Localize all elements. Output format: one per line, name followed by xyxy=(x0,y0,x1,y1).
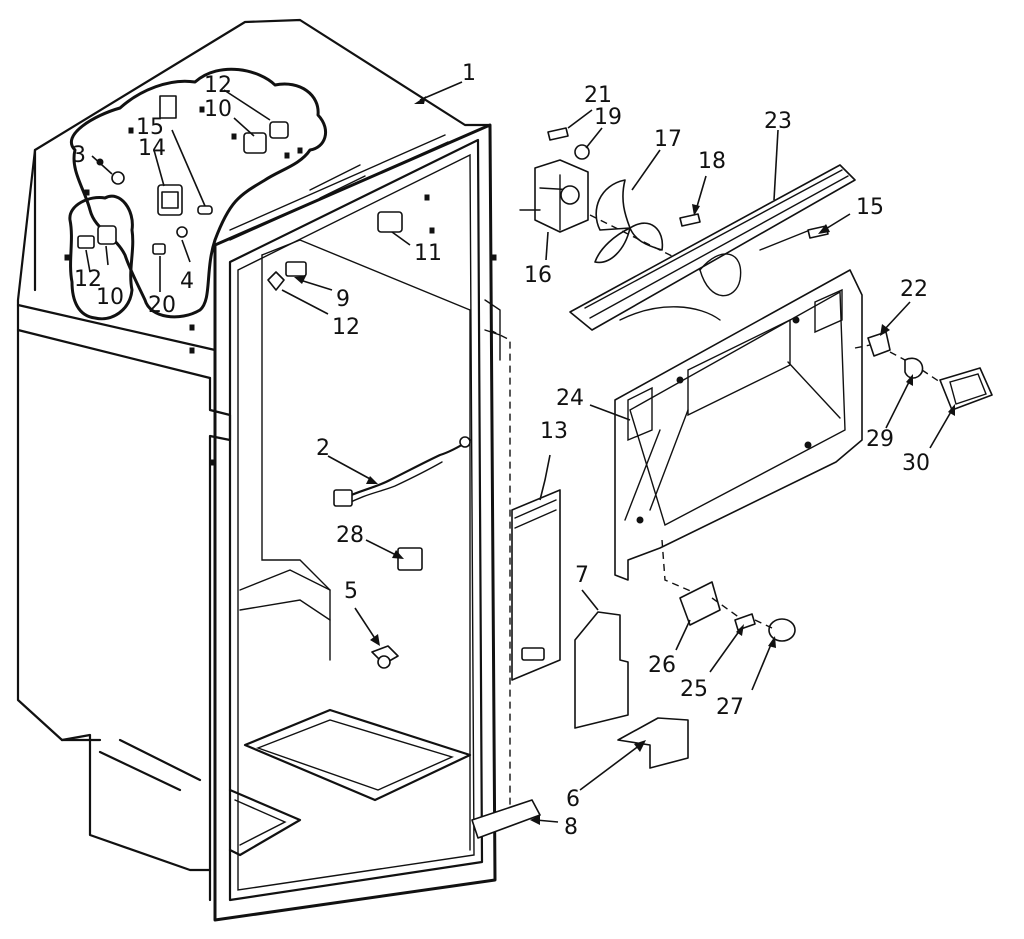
part-12-clip-left xyxy=(77,235,95,249)
part-21-screw xyxy=(547,127,569,141)
part-24-evaporator-cover xyxy=(614,269,863,596)
callout-19: 19 xyxy=(594,105,622,130)
part-30-light-shield xyxy=(939,367,993,411)
callout-1: 1 xyxy=(462,61,476,86)
callout-16: 16 xyxy=(524,263,552,288)
callout-17: 17 xyxy=(654,127,682,152)
callout-22: 22 xyxy=(900,277,928,302)
callout-23: 23 xyxy=(764,109,792,134)
callout-4: 4 xyxy=(180,269,194,294)
fan-motor-assembly xyxy=(519,127,701,271)
part-26-plate xyxy=(679,581,721,626)
part-4-washer xyxy=(176,226,188,238)
refrigerator-cabinet xyxy=(16,18,511,922)
part-5-light-socket xyxy=(371,645,399,669)
callout-10a: 10 xyxy=(204,97,232,122)
part-12-clip xyxy=(269,121,289,139)
callout-labels: 1 2 3 4 5 6 7 8 9 10 10 11 12 12 12 13 1… xyxy=(72,61,930,840)
callout-2: 2 xyxy=(316,436,330,461)
callout-21: 21 xyxy=(584,83,612,108)
part-11-switch xyxy=(377,211,403,233)
callout-14: 14 xyxy=(138,136,166,161)
part-18-screw xyxy=(679,213,701,227)
part-12-clip-lower xyxy=(267,271,285,291)
callout-6: 6 xyxy=(566,787,580,812)
callout-3: 3 xyxy=(72,143,86,168)
part-20-screw xyxy=(152,243,166,255)
callout-9: 9 xyxy=(336,287,350,312)
part-13-duct xyxy=(511,489,561,681)
callout-27: 27 xyxy=(716,695,744,720)
wiring-cutout-outline xyxy=(68,67,328,321)
part-25-screw xyxy=(734,613,756,631)
callout-30: 30 xyxy=(902,451,930,476)
part-23-fan-shroud xyxy=(569,164,856,331)
callout-10b: 10 xyxy=(96,285,124,310)
lower-fastener-group xyxy=(679,581,796,642)
part-10-bracket-left xyxy=(97,225,117,245)
callout-26: 26 xyxy=(648,653,676,678)
part-27-plug xyxy=(768,618,796,642)
part-22-socket xyxy=(867,331,891,357)
callout-12a: 12 xyxy=(204,73,232,98)
part-19-grommet xyxy=(574,144,590,160)
part-15-screw xyxy=(197,205,213,215)
part-7-bracket xyxy=(574,611,629,729)
callout-11: 11 xyxy=(414,241,442,266)
callout-15a: 15 xyxy=(136,115,164,140)
part-29-bulb xyxy=(904,357,924,379)
callout-20: 20 xyxy=(148,293,176,318)
callout-29: 29 xyxy=(866,427,894,452)
light-assembly xyxy=(854,331,993,411)
callout-25: 25 xyxy=(680,677,708,702)
callout-13: 13 xyxy=(540,419,568,444)
part-17-fan-blade xyxy=(594,179,664,264)
callout-leaders xyxy=(85,81,955,825)
callout-12b: 12 xyxy=(74,267,102,292)
callout-15b: 15 xyxy=(856,195,884,220)
callout-7: 7 xyxy=(575,563,589,588)
part-6-bracket xyxy=(617,717,689,769)
callout-8: 8 xyxy=(564,815,578,840)
part-9-bracket xyxy=(285,261,307,277)
part-2-wire-harness xyxy=(333,436,472,507)
part-top-latch xyxy=(159,95,177,119)
part-10-bracket xyxy=(243,132,267,154)
part-28-connector xyxy=(397,547,423,571)
callout-24: 24 xyxy=(556,386,584,411)
part-3-screw xyxy=(111,171,125,185)
callout-12c: 12 xyxy=(332,315,360,340)
callout-5: 5 xyxy=(344,579,358,604)
callout-28: 28 xyxy=(336,523,364,548)
callout-18: 18 xyxy=(698,149,726,174)
